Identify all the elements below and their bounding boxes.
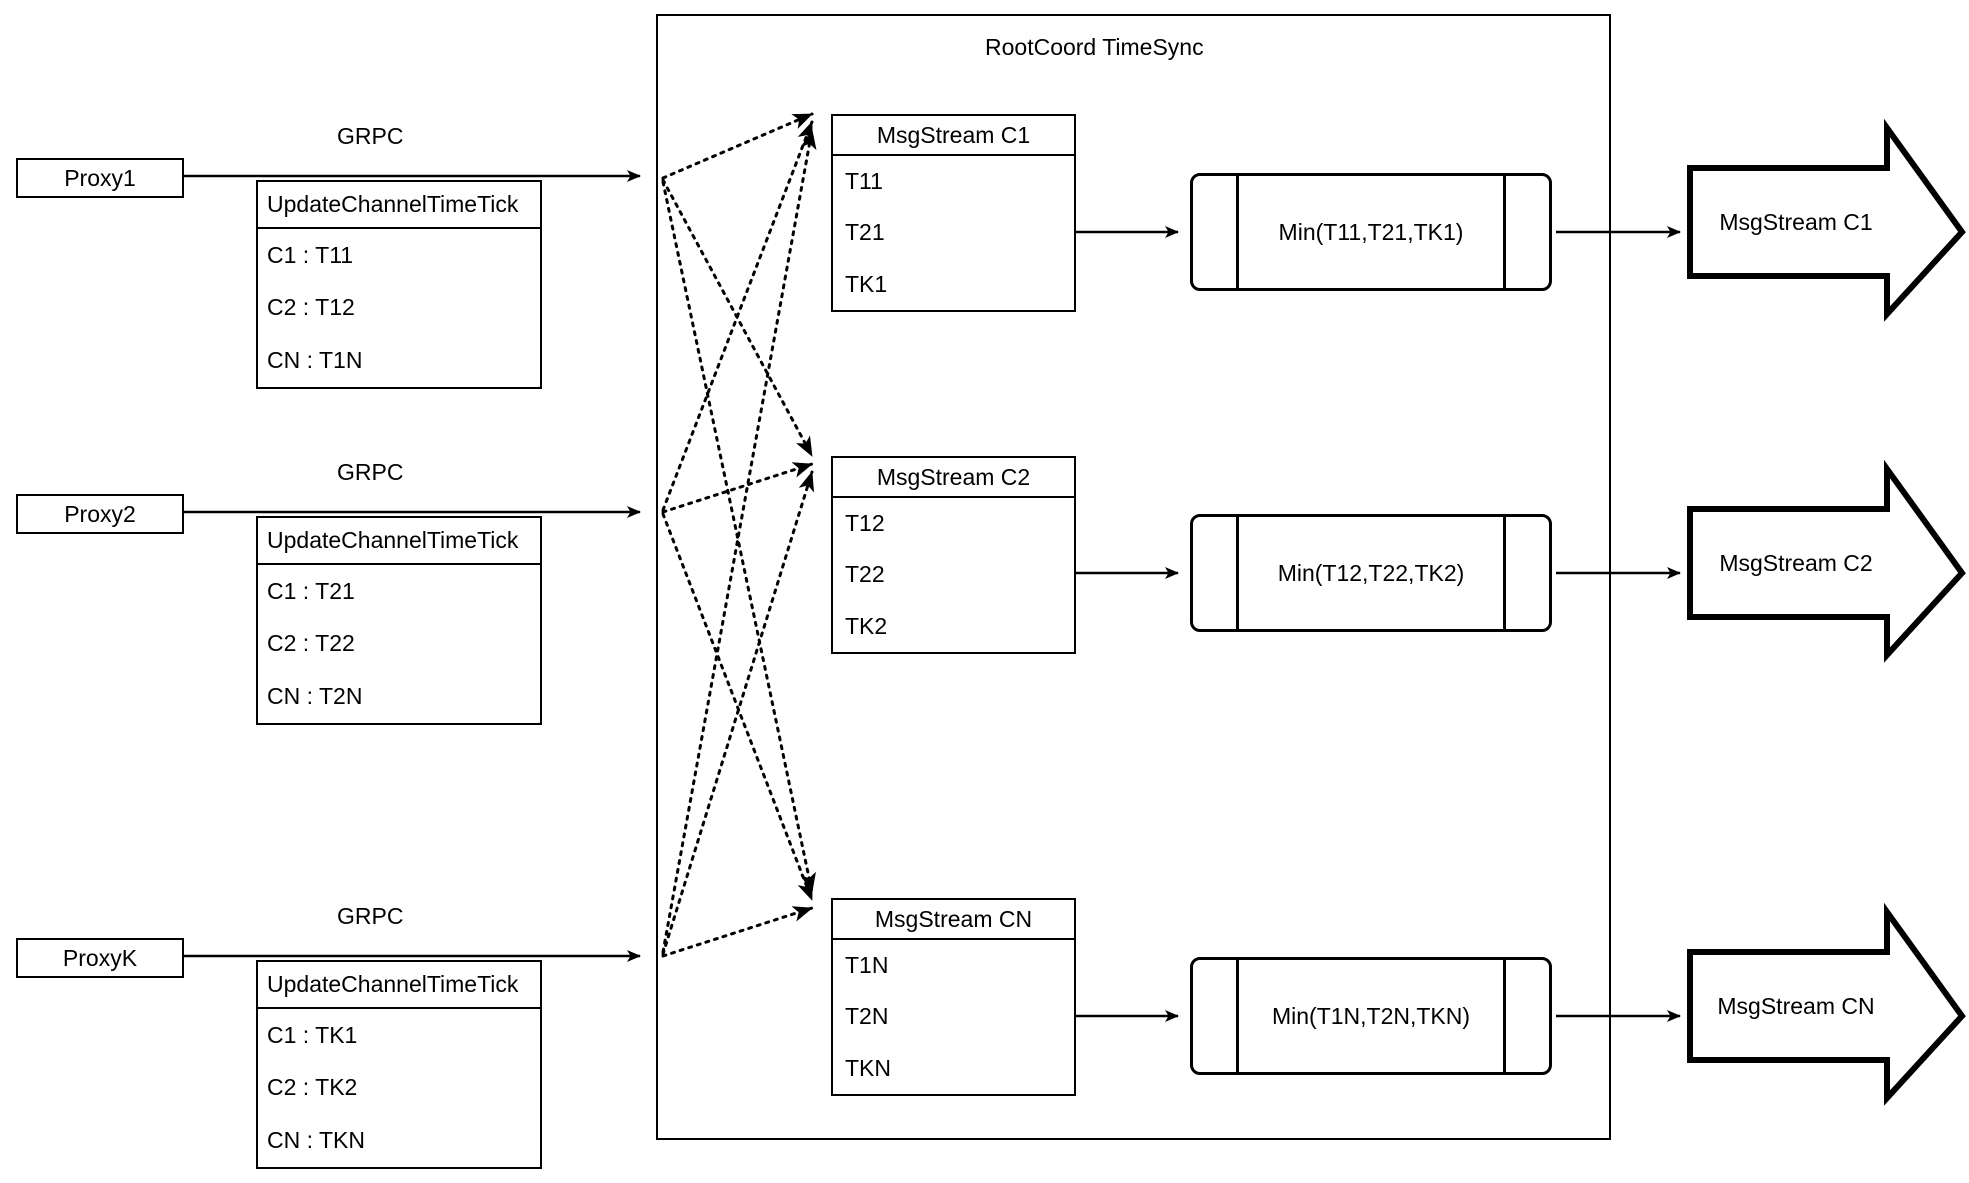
msgstream-header: MsgStream C1 [833, 116, 1074, 156]
uct-row: C1 : T21 [267, 577, 355, 604]
min-process-cn: Min(T1N,T2N,TKN) [1190, 957, 1552, 1075]
msgstream-row: T22 [845, 561, 885, 588]
process-bar-right [1503, 517, 1506, 629]
output-msgstream-c1: MsgStream C1 [1690, 168, 1962, 276]
proxy-box-2[interactable]: Proxy2 [16, 494, 184, 534]
update-channel-timetick-k: UpdateChannelTimeTick C1 : TK1 C2 : TK2 … [256, 960, 542, 1169]
uct-header: UpdateChannelTimeTick [258, 962, 540, 1009]
msgstream-row: T2N [845, 1003, 889, 1030]
msgstream-header: MsgStream C2 [833, 458, 1074, 498]
uct-row: CN : TKN [267, 1127, 365, 1154]
msgstream-row: T21 [845, 219, 885, 246]
uct-row: C2 : T12 [267, 294, 355, 321]
msgstream-box-cn: MsgStream CN T1N T2N TKN [831, 898, 1076, 1096]
process-bar-left [1236, 517, 1239, 629]
process-bar-right [1503, 176, 1506, 288]
update-channel-timetick-1: UpdateChannelTimeTick C1 : T11 C2 : T12 … [256, 180, 542, 389]
min-label: Min(T12,T22,TK2) [1277, 559, 1465, 586]
grpc-label-1: GRPC [337, 123, 404, 149]
msgstream-row: TK1 [845, 270, 888, 297]
msgstream-row: T12 [845, 510, 885, 537]
msgstream-box-c2: MsgStream C2 T12 T22 TK2 [831, 456, 1076, 654]
msgstream-row: TKN [845, 1054, 891, 1081]
min-process-c1: Min(T11,T21,TK1) [1190, 173, 1552, 291]
min-label: Min(T1N,T2N,TKN) [1271, 1002, 1471, 1029]
uct-row: C2 : TK2 [267, 1074, 358, 1101]
uct-row: C1 : T11 [267, 241, 354, 268]
proxy-box-k[interactable]: ProxyK [16, 938, 184, 978]
process-bar-right [1503, 960, 1506, 1072]
uct-row: CN : T2N [267, 683, 363, 710]
rootcoord-container [656, 14, 1611, 1140]
msgstream-body: T11 T21 TK1 [833, 156, 1074, 310]
output-label: MsgStream C1 [1719, 208, 1873, 235]
msgstream-box-c1: MsgStream C1 T11 T21 TK1 [831, 114, 1076, 312]
msgstream-row: T11 [845, 168, 883, 195]
grpc-label-2: GRPC [337, 459, 404, 485]
uct-body: C1 : T21 C2 : T22 CN : T2N [258, 565, 540, 723]
proxy-label: Proxy1 [64, 164, 136, 191]
proxy-label: Proxy2 [64, 500, 136, 527]
process-bar-left [1236, 176, 1239, 288]
rootcoord-container-title: RootCoord TimeSync [985, 34, 1204, 60]
uct-row: C2 : T22 [267, 630, 355, 657]
output-msgstream-cn: MsgStream CN [1690, 952, 1962, 1060]
uct-body: C1 : T11 C2 : T12 CN : T1N [258, 229, 540, 387]
output-msgstream-c2: MsgStream C2 [1690, 509, 1962, 617]
output-label: MsgStream C2 [1719, 549, 1873, 576]
msgstream-header: MsgStream CN [833, 900, 1074, 940]
msgstream-body: T12 T22 TK2 [833, 498, 1074, 652]
uct-header: UpdateChannelTimeTick [258, 182, 540, 229]
proxy-box-1[interactable]: Proxy1 [16, 158, 184, 198]
msgstream-row: TK2 [845, 612, 888, 639]
uct-row: CN : T1N [267, 347, 363, 374]
proxy-label: ProxyK [62, 944, 138, 971]
process-bar-left [1236, 960, 1239, 1072]
msgstream-body: T1N T2N TKN [833, 940, 1074, 1094]
grpc-label-k: GRPC [337, 903, 404, 929]
min-process-c2: Min(T12,T22,TK2) [1190, 514, 1552, 632]
uct-row: C1 : TK1 [267, 1021, 358, 1048]
min-label: Min(T11,T21,TK1) [1278, 218, 1464, 245]
msgstream-row: T1N [845, 952, 889, 979]
update-channel-timetick-2: UpdateChannelTimeTick C1 : T21 C2 : T22 … [256, 516, 542, 725]
uct-body: C1 : TK1 C2 : TK2 CN : TKN [258, 1009, 540, 1167]
output-label: MsgStream CN [1717, 992, 1875, 1019]
uct-header: UpdateChannelTimeTick [258, 518, 540, 565]
